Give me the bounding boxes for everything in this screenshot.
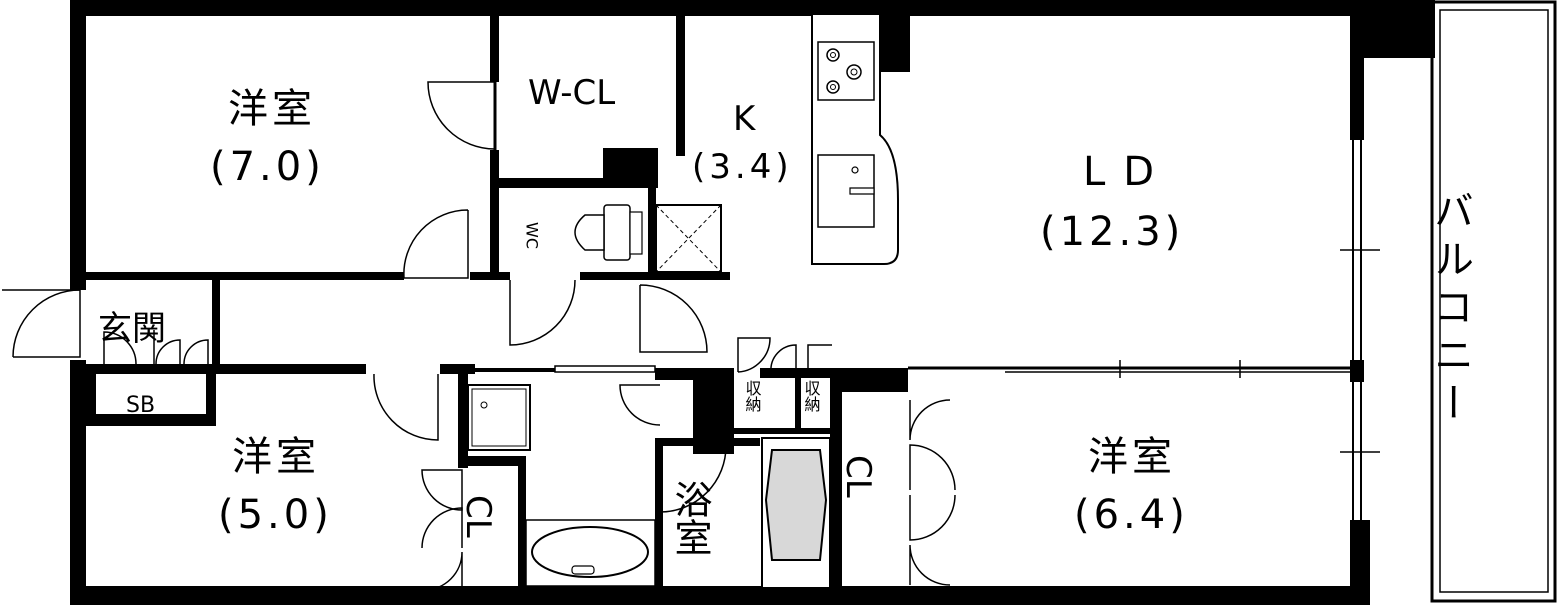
room-size-living-dining: (12.3) (1040, 209, 1184, 255)
room-label-shoe-box: SB (126, 393, 155, 418)
washing-machine (467, 384, 531, 451)
door-swings (2, 81, 956, 591)
room-size-western-sw: (5.0) (218, 492, 333, 538)
room-label-entrance: 玄関 (98, 309, 166, 349)
room-label-bathroom: 浴室 (668, 480, 712, 556)
toilet-fixture (574, 204, 643, 261)
room-size-kitchen: (3.4) (692, 147, 793, 187)
kitchen-counter (811, 13, 899, 265)
room-label-closet-se: CL (838, 455, 878, 498)
room-label-closet-sw: CL (458, 495, 498, 538)
pantry-box (655, 204, 722, 273)
room-label-western-nw: 洋室 (228, 86, 316, 132)
room-label-toilet: WC (523, 222, 542, 249)
east-windows (1340, 140, 1380, 520)
room-label-living-dining: LD (1083, 149, 1172, 195)
room-size-western-se: (6.4) (1074, 492, 1189, 538)
room-label-walkin-closet: W-CL (528, 73, 615, 113)
interior-walls (70, 16, 910, 590)
balcony-area (1430, 0, 1557, 603)
vanity-sink (525, 519, 656, 587)
room-label-storage-1: 収納 (743, 380, 762, 413)
room-label-balcony: バルコニー (1427, 190, 1473, 430)
room-label-storage-2: 収納 (802, 380, 821, 413)
bathtub (761, 437, 831, 589)
room-label-kitchen: K (733, 99, 757, 139)
room-size-western-nw: (7.0) (210, 144, 325, 190)
room-label-western-se: 洋室 (1088, 434, 1176, 480)
outer-walls (70, 0, 1435, 605)
room-label-western-sw: 洋室 (232, 434, 320, 480)
sliding-partition (475, 360, 1352, 378)
